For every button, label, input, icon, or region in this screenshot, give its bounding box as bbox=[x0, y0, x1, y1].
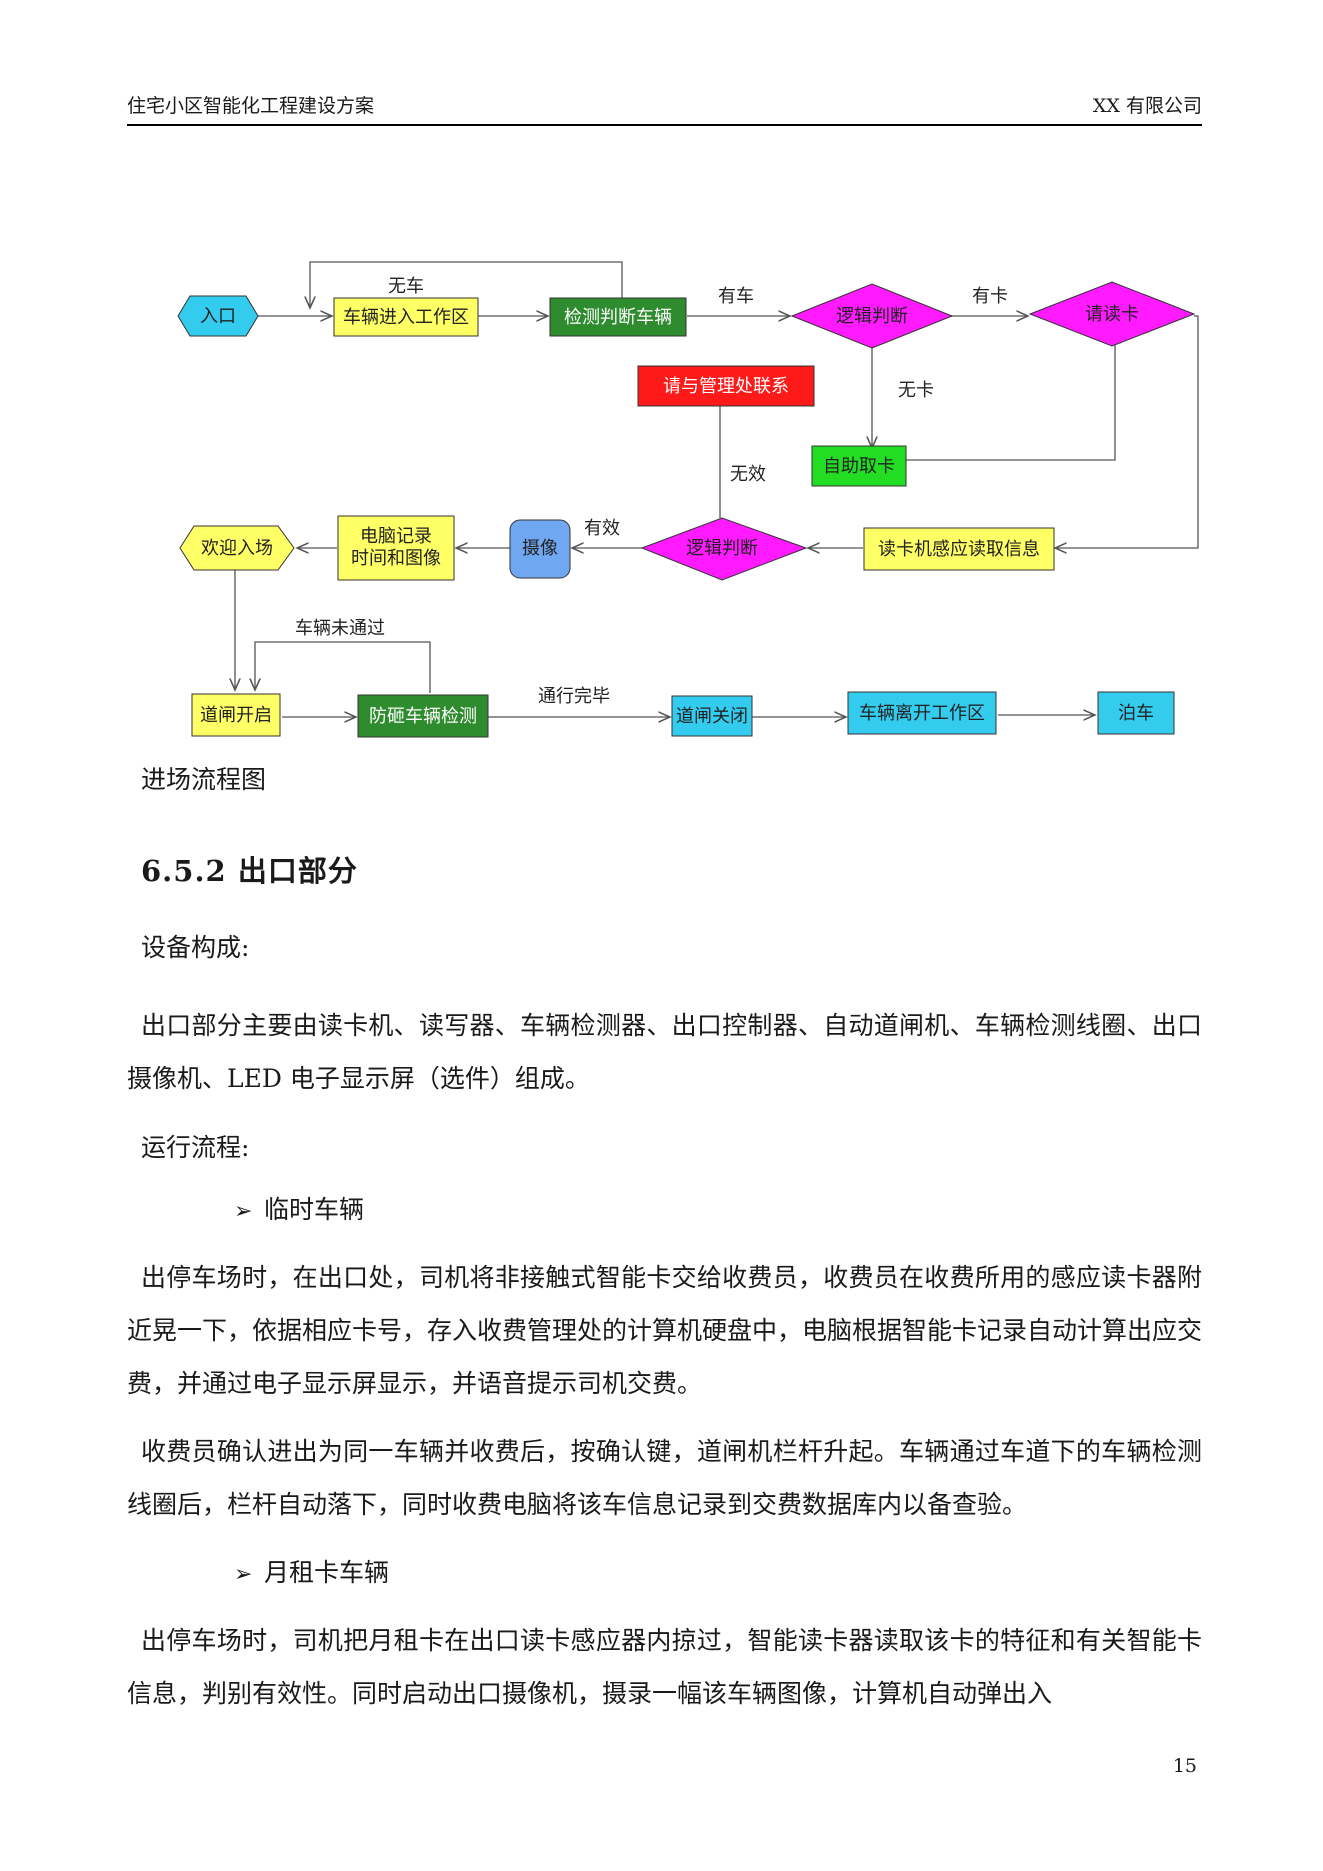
node-pc-record: 电脑记录 时间和图像 bbox=[337, 515, 455, 581]
edge-label-not-passed: 车辆未通过 bbox=[295, 618, 385, 639]
node-logic-judge-1: 逻辑判断 bbox=[790, 283, 954, 349]
svg-text:请读卡: 请读卡 bbox=[1085, 304, 1139, 325]
entry-flowchart: 入口 车辆进入工作区 检测判断车辆 逻辑判断 请读卡 请与管理处联系 自助取卡 bbox=[177, 261, 1199, 738]
paragraph-monthly-1: 出停车场时，司机把月租卡在出口读卡感应器内掠过，智能读卡器读取该卡的特征和有关智… bbox=[127, 1626, 1202, 1708]
section-heading: 6.5.2 出口部分 bbox=[141, 854, 358, 888]
edge-label-passed: 通行完毕 bbox=[538, 686, 610, 707]
bullet-monthly-vehicle: ➢ 月租卡车辆 bbox=[234, 1553, 389, 1589]
paragraph-temporary-2: 收费员确认进出为同一车辆并收费后，按确认键，道闸机栏杆升起。车辆通过车道下的车辆… bbox=[127, 1437, 1202, 1519]
bullet-temporary-vehicle: ➢ 临时车辆 bbox=[234, 1190, 364, 1226]
bullet-text: 月租卡车辆 bbox=[264, 1558, 390, 1587]
svg-text:欢迎入场: 欢迎入场 bbox=[201, 538, 273, 559]
process-label: 运行流程: bbox=[141, 1133, 250, 1162]
svg-text:读卡机感应读取信息: 读卡机感应读取信息 bbox=[878, 539, 1040, 560]
node-leave-zone: 车辆离开工作区 bbox=[847, 691, 997, 735]
node-entrance: 入口 bbox=[177, 295, 259, 337]
node-park: 泊车 bbox=[1097, 691, 1175, 735]
svg-text:请与管理处联系: 请与管理处联系 bbox=[663, 376, 789, 397]
edge-label-has-car: 有车 bbox=[718, 286, 754, 307]
header-company: XX 有限公司 bbox=[1092, 95, 1202, 117]
equipment-paragraph: 出口部分主要由读卡机、读写器、车辆检测器、出口控制器、自动道闸机、车辆检测线圈、… bbox=[127, 1011, 1202, 1093]
svg-text:摄像: 摄像 bbox=[522, 538, 558, 559]
svg-text:检测判断车辆: 检测判断车辆 bbox=[564, 307, 672, 328]
edge-label-no-car: 无车 bbox=[388, 276, 424, 297]
edge-label-valid: 有效 bbox=[584, 518, 620, 539]
node-contact-management: 请与管理处联系 bbox=[637, 365, 815, 407]
svg-text:入口: 入口 bbox=[200, 306, 236, 327]
equipment-label: 设备构成: bbox=[141, 933, 250, 962]
svg-text:道闸关闭: 道闸关闭 bbox=[676, 706, 748, 727]
page-number: 15 bbox=[1172, 1755, 1197, 1777]
svg-text:电脑记录: 电脑记录 bbox=[360, 526, 432, 547]
bullet-text: 临时车辆 bbox=[264, 1195, 365, 1224]
node-enter-zone: 车辆进入工作区 bbox=[333, 297, 479, 337]
svg-text:道闸开启: 道闸开启 bbox=[200, 705, 272, 726]
svg-text:逻辑判断: 逻辑判断 bbox=[686, 538, 758, 559]
arrow-bullet-icon: ➢ bbox=[234, 1199, 253, 1224]
paragraph-temporary-1: 出停车场时，在出口处，司机将非接触式智能卡交给收费员，收费员在收费所用的感应读卡… bbox=[127, 1263, 1203, 1398]
flow-connectors bbox=[235, 261, 1199, 717]
figure-caption: 进场流程图 bbox=[141, 765, 267, 794]
svg-text:车辆离开工作区: 车辆离开工作区 bbox=[859, 703, 985, 724]
edge-label-has-card: 有卡 bbox=[972, 286, 1008, 307]
node-reader-info: 读卡机感应读取信息 bbox=[863, 527, 1055, 571]
node-gate-close: 道闸关闭 bbox=[671, 695, 753, 737]
svg-text:防砸车辆检测: 防砸车辆检测 bbox=[369, 706, 477, 727]
node-anti-hit: 防砸车辆检测 bbox=[357, 694, 489, 738]
node-logic-judge-2: 逻辑判断 bbox=[640, 517, 808, 581]
edge-label-no-card: 无卡 bbox=[898, 380, 934, 401]
page-header: 住宅小区智能化工程建设方案 XX 有限公司 bbox=[127, 94, 1202, 126]
node-detect-vehicle: 检测判断车辆 bbox=[549, 297, 687, 337]
svg-text:泊车: 泊车 bbox=[1118, 703, 1154, 724]
arrow-bullet-icon: ➢ bbox=[234, 1562, 253, 1587]
node-camera: 摄像 bbox=[509, 519, 571, 579]
svg-text:逻辑判断: 逻辑判断 bbox=[836, 306, 908, 327]
node-self-card: 自助取卡 bbox=[811, 445, 907, 487]
edge-label-invalid: 无效 bbox=[730, 464, 766, 485]
header-title: 住宅小区智能化工程建设方案 bbox=[127, 95, 375, 117]
node-read-card: 请读卡 bbox=[1028, 281, 1196, 347]
svg-text:时间和图像: 时间和图像 bbox=[351, 548, 441, 569]
node-gate-open: 道闸开启 bbox=[191, 693, 281, 737]
svg-text:车辆进入工作区: 车辆进入工作区 bbox=[343, 307, 469, 328]
node-welcome: 欢迎入场 bbox=[179, 525, 295, 571]
svg-text:自助取卡: 自助取卡 bbox=[823, 456, 895, 477]
